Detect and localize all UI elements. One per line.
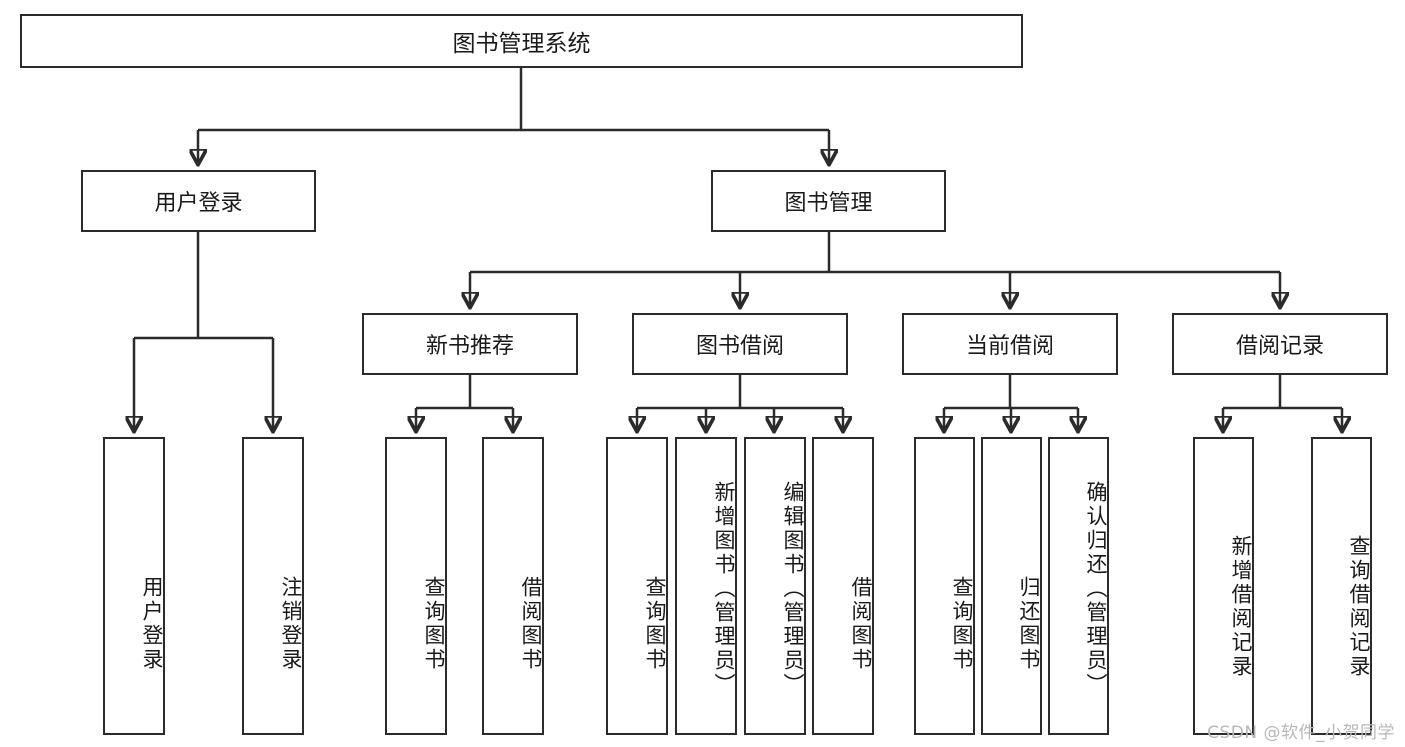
leaf-borrow-book-borrow[interactable]: 借阅图书 xyxy=(812,437,874,735)
node-current-borrow[interactable]: 当前借阅 xyxy=(902,313,1118,375)
csdn-watermark: CSDN @软件_小贺同学 xyxy=(1207,723,1395,743)
leaf-add-borrow-record[interactable]: 新增借阅记录 xyxy=(1193,437,1254,735)
node-book-borrow[interactable]: 图书借阅 xyxy=(632,313,848,375)
leaf-query-book-borrow[interactable]: 查询图书 xyxy=(606,437,668,735)
leaf-query-borrow-record[interactable]: 查询借阅记录 xyxy=(1311,437,1372,735)
leaf-edit-book-admin[interactable]: 编辑图书（管理员） xyxy=(744,437,806,735)
node-user-login[interactable]: 用户登录 xyxy=(81,170,316,232)
node-book-management[interactable]: 图书管理 xyxy=(711,170,946,232)
leaf-query-book-recommend[interactable]: 查询图书 xyxy=(385,437,447,735)
leaf-confirm-return-admin[interactable]: 确认归还（管理员） xyxy=(1048,437,1109,735)
node-borrow-record[interactable]: 借阅记录 xyxy=(1172,313,1388,375)
node-new-book-recommend[interactable]: 新书推荐 xyxy=(362,313,578,375)
leaf-logout-login[interactable]: 注销登录 xyxy=(242,437,304,735)
leaf-query-book-current[interactable]: 查询图书 xyxy=(914,437,975,735)
leaf-borrow-book-recommend[interactable]: 借阅图书 xyxy=(482,437,544,735)
node-root-system[interactable]: 图书管理系统 xyxy=(20,14,1023,68)
leaf-add-book-admin[interactable]: 新增图书（管理员） xyxy=(675,437,737,735)
leaf-return-book[interactable]: 归还图书 xyxy=(981,437,1042,735)
leaf-user-login[interactable]: 用户登录 xyxy=(103,437,165,735)
